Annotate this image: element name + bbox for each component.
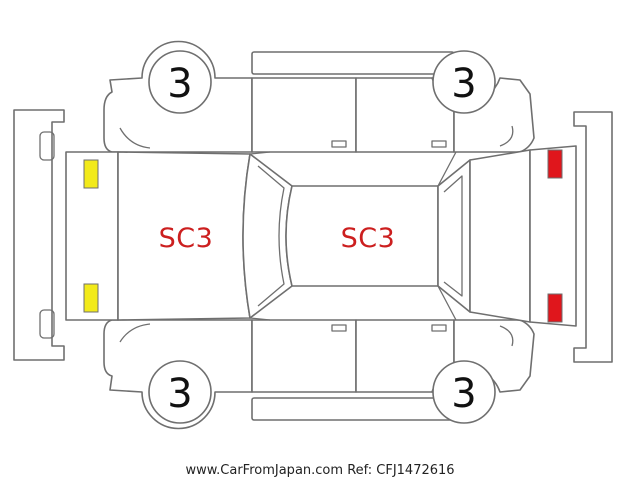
hood-damage-code: SC3 [159,223,214,254]
watermark: www.CarFromJapan.com Ref: CFJ1472616 [185,463,454,478]
wheel-front-right-grade: 3 [167,371,192,417]
taillights [547,149,563,323]
left-side-panels [103,40,535,153]
left-front-door [251,77,357,153]
rear-left-taillight-marker [547,149,563,179]
front-right-headlight-marker [83,283,99,313]
right-rear-door-handle [431,324,447,332]
headlights [83,159,99,313]
front-left-headlight-marker [83,159,99,189]
car-top-view [65,145,577,327]
right-side-sill [251,397,455,421]
wheel-rear-left: 3 [432,50,496,114]
roof-panel [285,185,439,287]
roof-damage-code: SC3 [341,223,396,254]
watermark-site: www.CarFromJapan.com [185,463,343,478]
wheel-front-left-grade: 3 [167,61,192,107]
left-rear-door-handle [431,140,447,148]
wheel-rear-right: 3 [432,360,496,424]
rear-right-taillight-marker [547,293,563,323]
left-side-sill [251,51,455,75]
left-front-door-handle [331,140,347,148]
watermark-ref: Ref: CFJ1472616 [347,463,454,478]
trunk-panel [469,149,531,323]
wheel-front-right: 3 [148,360,212,424]
wheel-rear-right-grade: 3 [451,371,476,417]
wheel-front-left: 3 [148,50,212,114]
front-bumper-vent-bottom [39,309,55,339]
right-front-door-handle [331,324,347,332]
front-bumper-vent-top [39,131,55,161]
rear-bumper [573,111,613,363]
front-bumper [13,109,65,361]
windshield [242,153,293,319]
wheel-rear-left-grade: 3 [451,61,476,107]
right-front-door [251,319,357,393]
